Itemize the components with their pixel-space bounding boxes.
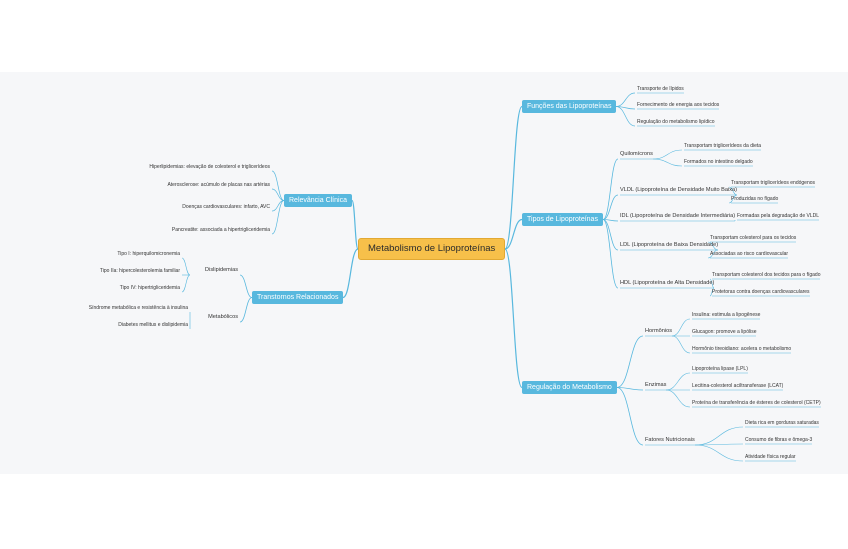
link-r2a xyxy=(694,426,744,446)
link-d1 xyxy=(239,297,253,323)
leaf-funcoes-0[interactable]: Transporte de lípidos xyxy=(637,86,684,92)
link-root-clinica xyxy=(351,199,359,250)
leaf-tipos-4-1[interactable]: Protetoras contra doenças cardiovascular… xyxy=(712,289,810,295)
link-d0a xyxy=(181,257,191,276)
leaf-tipos-3-0[interactable]: Transportam colesterol para os tecidos xyxy=(710,235,797,241)
leaf-funcoes-2[interactable]: Regulação do metabolismo lipídico xyxy=(637,119,715,125)
link-f2 xyxy=(615,106,636,127)
link-r2b xyxy=(694,443,744,446)
subtopic-vldl[interactable]: VLDL (Lipoproteína de Densidade Muito Ba… xyxy=(620,187,738,193)
root-topic[interactable]: Metabolismo de Lipoproteínas xyxy=(358,238,506,260)
link-t1 xyxy=(602,194,619,220)
link-t1a xyxy=(728,186,738,196)
topic-tipos[interactable]: Tipos de Lipoproteínas xyxy=(522,213,603,226)
leaf-regulacao-0-2[interactable]: Hormônio tireoidiano: acelera o metaboli… xyxy=(692,346,792,352)
link-r1a xyxy=(665,372,691,391)
leaf-regulacao-1-0[interactable]: Lipoproteína lipase (LPL) xyxy=(692,366,748,372)
link-c0 xyxy=(271,170,285,201)
link-t3b xyxy=(707,249,719,259)
link-r1c xyxy=(665,389,691,408)
topic-transtornos[interactable]: Transtornos Relacionados xyxy=(252,291,344,304)
subtopic-enzimas[interactable]: Enzimas xyxy=(645,382,667,388)
leaf-regulacao-2-2[interactable]: Atividade física regular xyxy=(745,454,796,460)
link-root-transtornos xyxy=(342,248,359,299)
link-root-n-tipos xyxy=(504,218,523,250)
link-t4 xyxy=(602,219,619,289)
link-r2c xyxy=(694,444,744,462)
subtopic-metabolicos[interactable]: Metabólicos xyxy=(208,314,238,320)
link-t0a xyxy=(652,149,683,160)
link-t3 xyxy=(602,219,619,251)
leaf-tipos-0-0[interactable]: Transportam triglicerídeos da dieta xyxy=(684,143,762,149)
leaf-tipos-4-0[interactable]: Transportam colesterol dos tecidos para … xyxy=(712,272,821,278)
leaf-tipos-3-1[interactable]: Associadas ao risco cardiovascular xyxy=(710,251,789,257)
link-r1 xyxy=(616,387,644,391)
leaf-transtornos-1-0[interactable]: Síndrome metabólica e resistência à insu… xyxy=(88,305,188,311)
topic-regulacao[interactable]: Regulação do Metabolismo xyxy=(522,381,617,394)
leaf-clinica-2[interactable]: Doenças cardiovasculares: infarto, AVC xyxy=(182,204,270,210)
leaf-transtornos-0-1[interactable]: Tipo IIa: hipercolesterolemia familiar xyxy=(99,268,180,274)
leaf-tipos-1-1[interactable]: Produzidas no fígado xyxy=(731,196,779,202)
link-t3a xyxy=(707,241,719,251)
leaf-regulacao-0-1[interactable]: Glucagon: promove a lipólise xyxy=(692,329,757,335)
subtopic-hdl[interactable]: HDL (Lipoproteína de Alta Densidade) xyxy=(620,280,715,286)
subtopic-dislipidemias[interactable]: Dislipidemias xyxy=(205,267,238,273)
subtopic-ldl[interactable]: LDL (Lipoproteína de Baixa Densidade) xyxy=(620,242,719,248)
link-c3 xyxy=(271,200,285,235)
leaf-regulacao-0-0[interactable]: Insulina: estimula a lipogênese xyxy=(692,312,761,318)
link-t0 xyxy=(602,158,619,220)
leaf-regulacao-2-0[interactable]: Dieta rica em gorduras saturadas xyxy=(745,420,819,426)
link-root-n-regulacao xyxy=(504,248,523,389)
link-t1b xyxy=(728,194,738,204)
topic-funcoes[interactable]: Funções das Lipoproteínas xyxy=(522,100,617,113)
link-t4a xyxy=(709,278,715,289)
subtopic-fatores[interactable]: Fatores Nutricionais xyxy=(645,437,695,443)
leaf-tipos-1-0[interactable]: Transportam triglicerídeos endógenos xyxy=(731,180,816,186)
leaf-clinica-3[interactable]: Pancreatite: associada a hipertrigliceri… xyxy=(171,227,270,233)
leaf-clinica-0[interactable]: Hiperlipidemias: elevação de colesterol … xyxy=(149,164,270,170)
leaf-clinica-1[interactable]: Aterosclerose: acúmulo de placas nas art… xyxy=(167,182,270,188)
link-r0c xyxy=(671,335,691,354)
leaf-regulacao-1-1[interactable]: Lecitina-colesterol aciltransferase (LCA… xyxy=(692,383,784,389)
subtopic-hormonios[interactable]: Hormônios xyxy=(645,328,673,334)
subtopic-idl[interactable]: IDL (Lipoproteína de Densidade Intermedi… xyxy=(620,213,736,219)
leaf-regulacao-2-1[interactable]: Consumo de fibras e ômega-3 xyxy=(745,437,813,443)
link-r0 xyxy=(616,335,644,388)
leaf-tipos-2-0[interactable]: Formadas pela degradação de VLDL xyxy=(737,213,819,219)
link-d0 xyxy=(239,274,253,298)
link-t4b xyxy=(709,287,715,297)
link-f0 xyxy=(615,92,636,107)
leaf-transtornos-0-0[interactable]: Tipo I: hiperquilomicronemia xyxy=(117,251,180,257)
link-c1 xyxy=(271,188,285,201)
link-r2 xyxy=(616,387,644,446)
leaf-transtornos-1-1[interactable]: Diabetes mellitus e dislipidemia xyxy=(118,322,188,328)
link-root-n-funcoes xyxy=(504,105,523,250)
leaf-regulacao-1-2[interactable]: Proteína de transferência de ésteres de … xyxy=(692,400,821,406)
leaf-tipos-0-1[interactable]: Formados no intestino delgado xyxy=(684,159,753,165)
leaf-transtornos-0-2[interactable]: Tipo IV: hipertrigliceridemia xyxy=(119,285,180,291)
leaf-funcoes-1[interactable]: Fornecimento de energia aos tecidos xyxy=(637,102,720,108)
link-r0a xyxy=(671,318,691,337)
link-d0c xyxy=(181,274,191,293)
link-t2 xyxy=(602,219,619,222)
link-t0b xyxy=(652,158,683,167)
subtopic-quilomicrons[interactable]: Quilomícrons xyxy=(620,151,653,157)
topic-clinica[interactable]: Relevância Clínica xyxy=(284,194,352,207)
